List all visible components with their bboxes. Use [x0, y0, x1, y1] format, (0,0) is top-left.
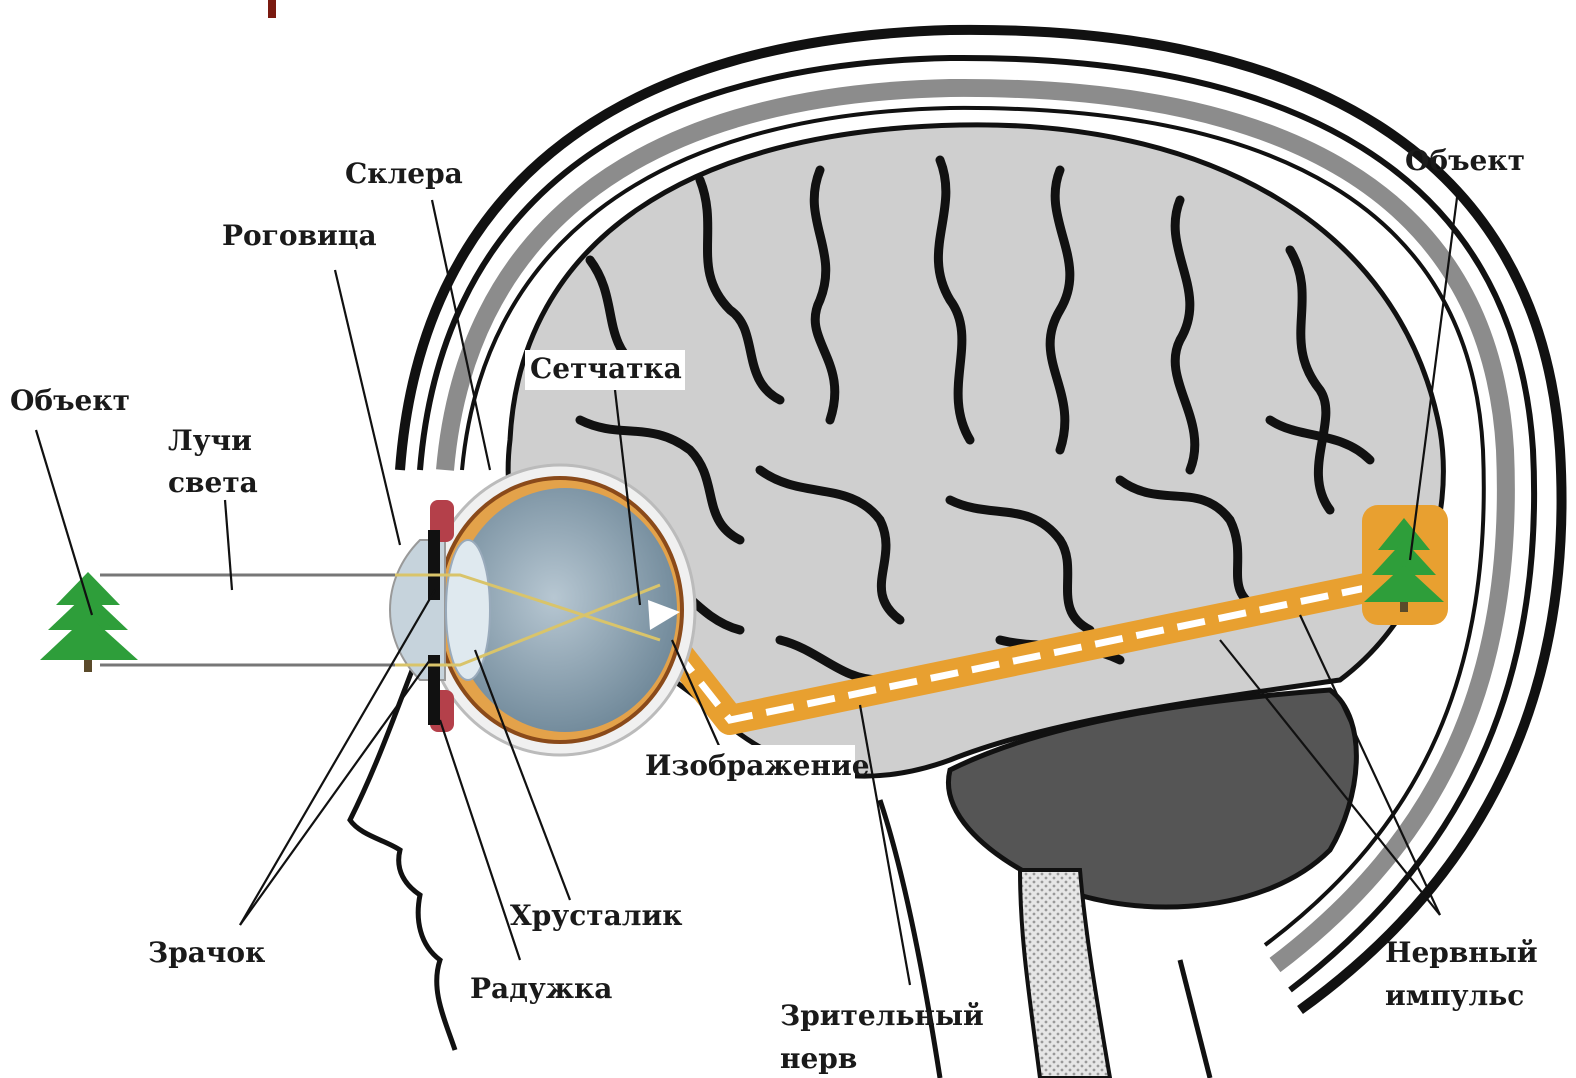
label-light-rays-1: Лучи: [168, 424, 252, 457]
label-nerve-impulse-1: Нервный: [1385, 936, 1538, 969]
top-marker: [268, 0, 276, 18]
label-pupil: Зрачок: [148, 936, 265, 969]
label-object-left: Объект: [10, 384, 130, 417]
eye: [380, 465, 695, 755]
label-image: Изображение: [645, 749, 870, 782]
tree-icon: [40, 572, 138, 672]
brainstem-outline: [880, 800, 940, 1078]
label-cornea: Роговица: [222, 219, 377, 252]
label-nerve-impulse-2: импульс: [1385, 979, 1524, 1012]
label-optic-nerve-1: Зрительный: [780, 999, 984, 1032]
label-light-rays-2: света: [168, 466, 258, 499]
label-object-right: Объект: [1405, 144, 1525, 177]
label-iris: Радужка: [470, 972, 612, 1005]
label-lens: Хрусталик: [510, 899, 683, 932]
light-rays: [100, 575, 395, 665]
brainstem-outline-2: [1180, 960, 1210, 1078]
label-sclera: Склера: [345, 157, 463, 190]
label-retina: Сетчатка: [530, 352, 682, 385]
label-optic-nerve-2: нерв: [780, 1042, 857, 1075]
